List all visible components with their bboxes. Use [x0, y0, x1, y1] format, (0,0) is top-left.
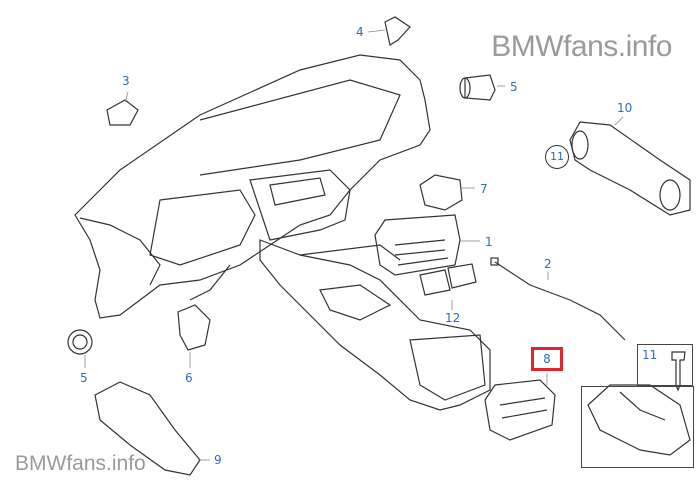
label-part-12[interactable]: 12	[445, 311, 461, 325]
label-part-10[interactable]: 10	[617, 101, 633, 115]
label-part-6[interactable]: 6	[185, 371, 193, 385]
part-5-grommet	[67, 329, 93, 355]
label-part-5-bottom[interactable]: 5	[80, 371, 88, 385]
part-12-pads	[419, 263, 477, 296]
part-3	[106, 99, 139, 126]
part-8-vent	[484, 379, 556, 441]
watermark-top: BMWfans.info	[491, 30, 672, 63]
label-part-4[interactable]: 4	[356, 25, 364, 39]
car-inset-box	[581, 386, 694, 468]
dashboard-outline	[74, 54, 431, 319]
label-part-2[interactable]: 2	[544, 257, 552, 271]
part-7	[419, 174, 463, 211]
part-5-knob	[464, 74, 496, 101]
label-part-5-top[interactable]: 5	[510, 80, 518, 94]
screw-inset-box	[637, 344, 693, 386]
part-4	[384, 16, 411, 46]
label-part-8: 8	[543, 352, 551, 366]
part-1-vent	[374, 214, 461, 276]
label-part-11-circled[interactable]: 11	[545, 145, 569, 169]
label-part-3[interactable]: 3	[122, 74, 130, 88]
label-part-9[interactable]: 9	[214, 453, 222, 467]
label-part-1[interactable]: 1	[485, 235, 493, 249]
highlighted-part-8[interactable]: 8	[531, 347, 563, 371]
center-console	[259, 239, 491, 411]
part-2-cable	[494, 261, 626, 341]
label-part-11[interactable]: 11	[642, 348, 658, 362]
label-part-7[interactable]: 7	[480, 182, 488, 196]
part-10-vent	[569, 121, 691, 216]
part-6	[177, 304, 211, 351]
part-9-duct	[94, 381, 201, 476]
watermark-bottom: BMWfans.info	[15, 452, 146, 475]
screw	[671, 351, 686, 392]
car-silhouette	[587, 384, 691, 456]
